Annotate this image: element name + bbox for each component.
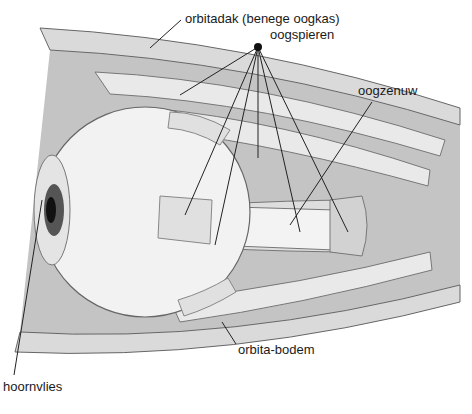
- part-label: oogspieren: [270, 27, 334, 43]
- muscle-insertion: [168, 112, 230, 145]
- orbit: [15, 28, 460, 353]
- muscle-tendon-ring: [330, 196, 367, 256]
- eyeball: [34, 107, 250, 317]
- muscle-insertion: [158, 196, 212, 244]
- part-label: orbita-bodem: [238, 342, 315, 358]
- leader-dot: [254, 43, 262, 51]
- part-label: hoornvlies: [3, 379, 62, 395]
- leader-lines: [14, 20, 372, 375]
- leader-line: [258, 47, 348, 232]
- iris: [44, 184, 64, 236]
- orbit-cavity: [20, 50, 460, 334]
- leader-line: [290, 102, 372, 225]
- leader-line: [258, 47, 300, 232]
- leader-line: [185, 47, 258, 215]
- pupil: [46, 197, 56, 223]
- cornea: [34, 155, 70, 265]
- leader-line: [14, 200, 42, 375]
- muscle-insertion: [178, 278, 236, 316]
- leader-line: [150, 20, 181, 48]
- leader-line: [180, 47, 258, 95]
- part-label: oogzenuw: [358, 83, 417, 99]
- part-label: orbitadak (benege oogkas): [185, 11, 340, 27]
- leader-line: [258, 47, 259, 158]
- leader-line: [222, 322, 236, 344]
- leader-line: [215, 47, 258, 245]
